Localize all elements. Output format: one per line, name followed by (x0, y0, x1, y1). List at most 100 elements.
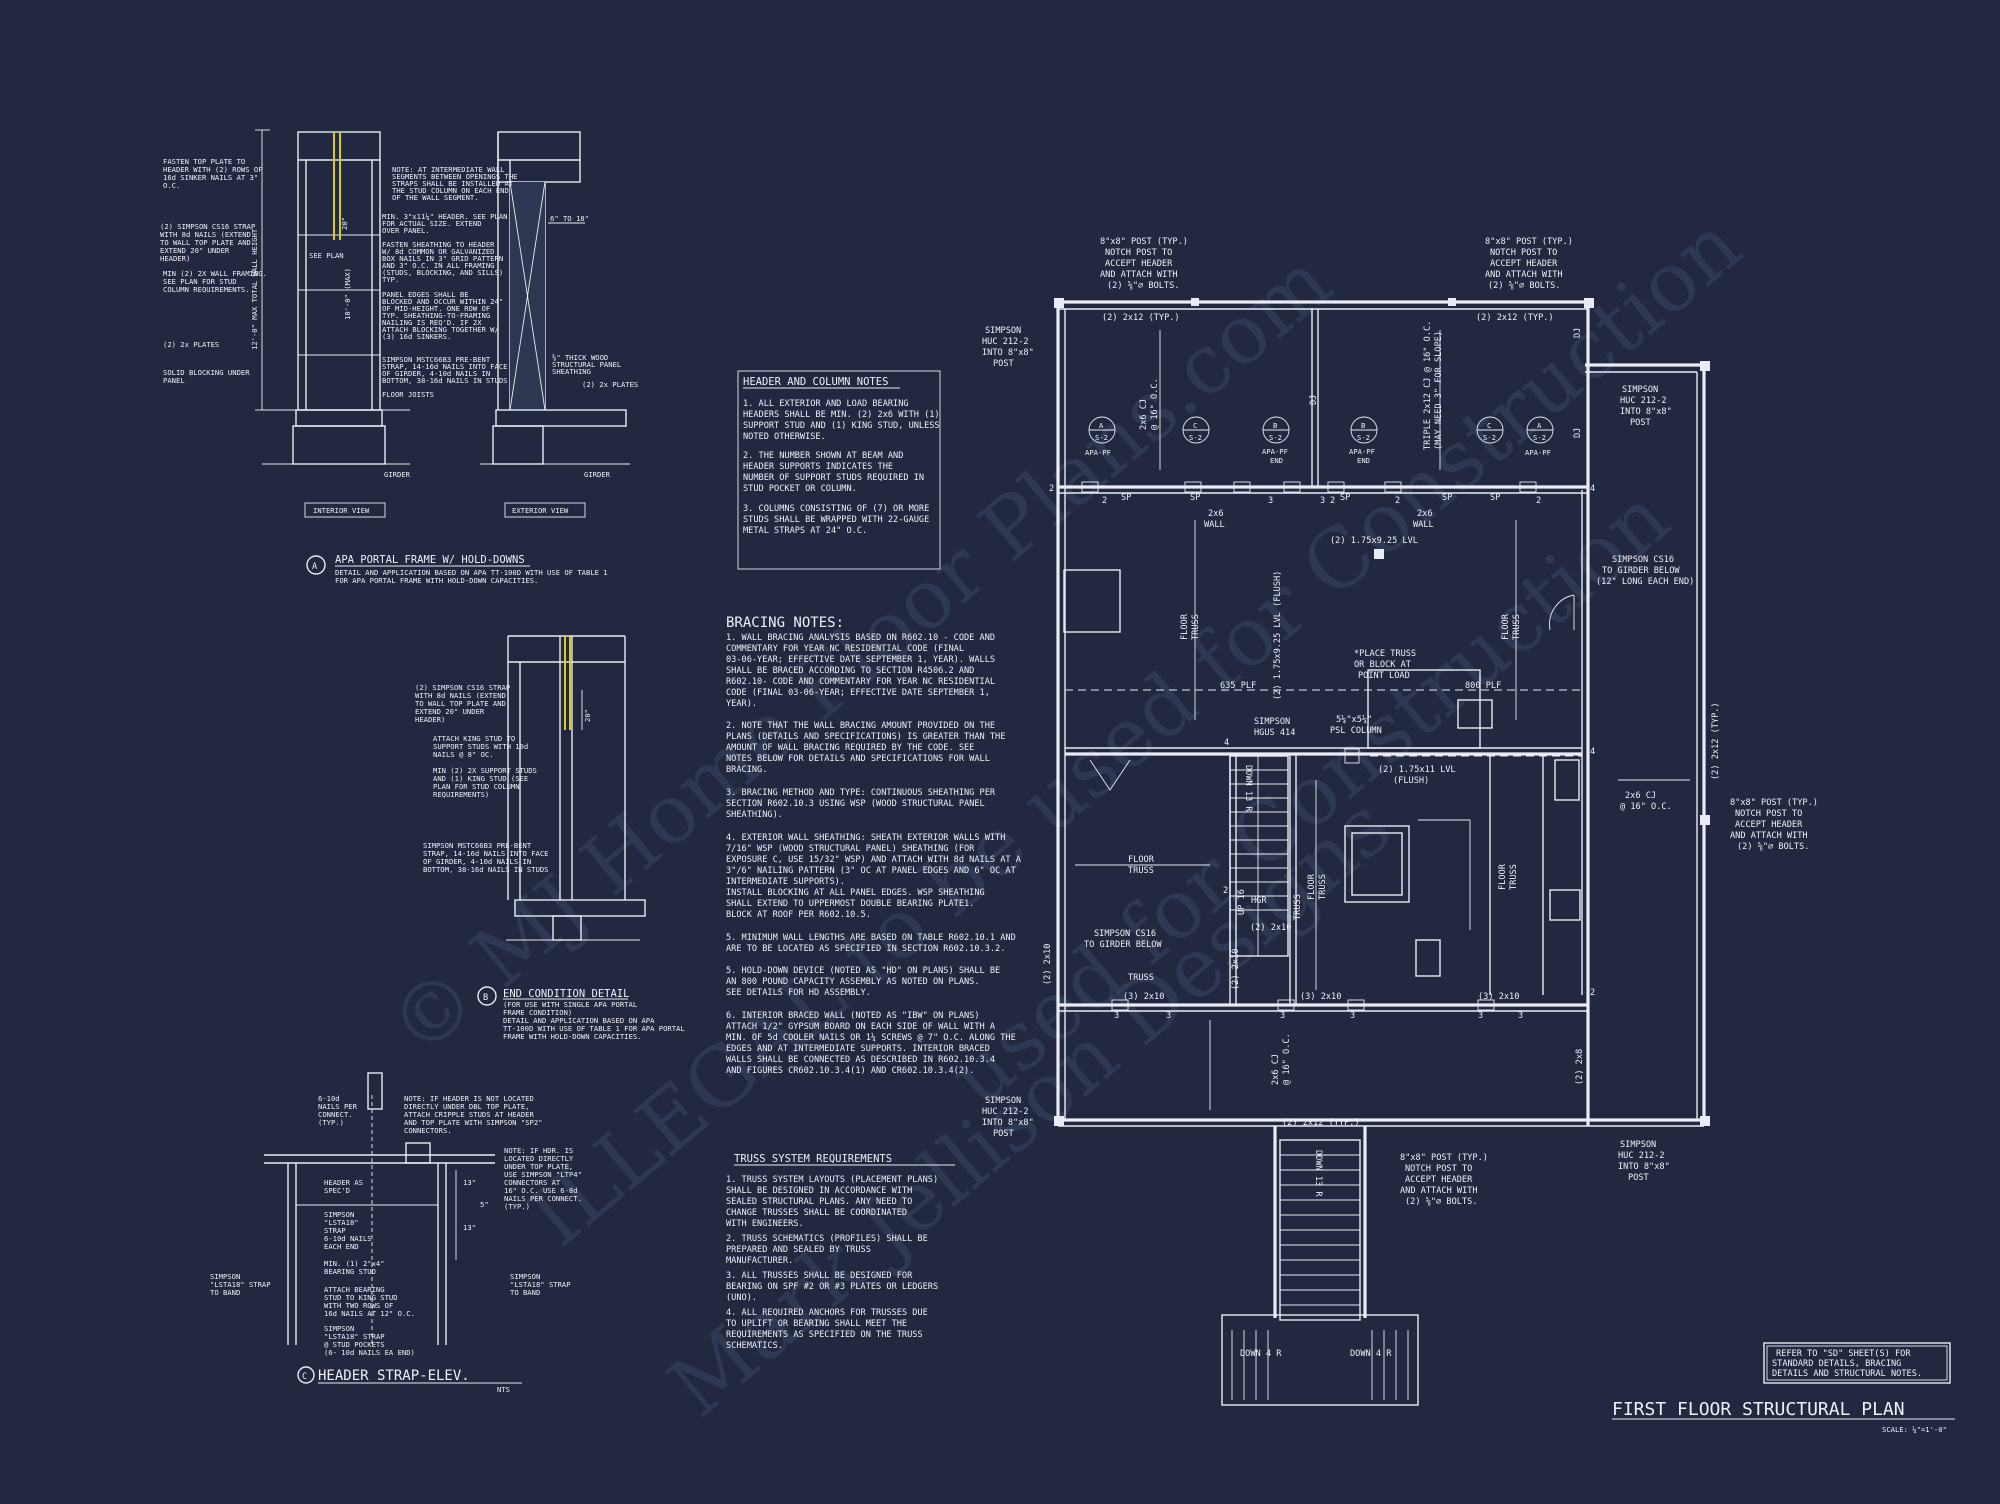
svg-text:A: A (1537, 421, 1542, 430)
svg-text:TRUSS: TRUSS (1128, 973, 1154, 983)
svg-text:DOWN 4 R: DOWN 4 R (1350, 1349, 1392, 1359)
svg-text:MIN (2) 2X SUPPORT STUDS: MIN (2) 2X SUPPORT STUDS (433, 766, 537, 775)
svg-text:SP: SP (1121, 493, 1131, 503)
detail-c-notes-left: 6-10d NAILS PER CONNECT. (TYP.) HEADER A… (318, 1094, 415, 1357)
svg-text:(12" LONG EACH END): (12" LONG EACH END) (1596, 577, 1694, 587)
svg-text:POST: POST (993, 359, 1014, 369)
svg-text:TRUSS: TRUSS (1318, 874, 1328, 900)
svg-text:2: 2 (1102, 496, 1107, 506)
svg-text:FOR ACTUAL SIZE. EXTEND: FOR ACTUAL SIZE. EXTEND (382, 219, 482, 228)
svg-text:WALLS SHALL BE CONNECTED AS DE: WALLS SHALL BE CONNECTED AS DESCRIBED IN… (726, 1055, 995, 1065)
svg-text:1. ALL EXTERIOR AND LOAD BEARI: 1. ALL EXTERIOR AND LOAD BEARING (743, 399, 909, 409)
svg-text:CHANGE TRUSSES SHALL BE COORDI: CHANGE TRUSSES SHALL BE COORDINATED (726, 1208, 907, 1218)
svg-text:BRACING.: BRACING. (726, 765, 767, 775)
svg-text:(3) 2x10: (3) 2x10 (1300, 992, 1341, 1002)
svg-text:POST: POST (1630, 418, 1651, 428)
svg-text:NOTCH POST TO: NOTCH POST TO (1105, 248, 1172, 258)
svg-text:2x6 CJ: 2x6 CJ (1625, 791, 1656, 801)
svg-text:S-2: S-2 (1357, 433, 1370, 442)
svg-text:REQUIREMENTS): REQUIREMENTS) (433, 790, 489, 799)
svg-text:4. ALL REQUIRED ANCHORS FOR TR: 4. ALL REQUIRED ANCHORS FOR TRUSSES DUE (726, 1308, 928, 1318)
svg-text:HUC 212-2: HUC 212-2 (982, 337, 1029, 347)
detail-b-end-condition: 20" (2) SIMPSON CS16 STRAP WITH 8d NAILS… (415, 635, 685, 1041)
svg-text:AND ATTACH WITH: AND ATTACH WITH (1485, 270, 1563, 280)
svg-text:FLOOR: FLOOR (1307, 873, 1317, 900)
svg-text:POINT LOAD: POINT LOAD (1358, 671, 1410, 681)
svg-text:MIN (2) 2X WALL FRAMING.: MIN (2) 2X WALL FRAMING. (163, 269, 267, 278)
svg-text:HUC 212-2: HUC 212-2 (982, 1107, 1029, 1117)
svg-text:(2) 2x PLATES: (2) 2x PLATES (582, 380, 638, 389)
svg-text:2. NOTE THAT THE WALL BRACING: 2. NOTE THAT THE WALL BRACING AMOUNT PRO… (726, 721, 995, 731)
svg-text:OF THE WALL SEGMENT.: OF THE WALL SEGMENT. (392, 193, 479, 202)
svg-text:ATTACH BEARING: ATTACH BEARING (324, 1285, 385, 1294)
detail-b-notes: (2) SIMPSON CS16 STRAP WITH 8d NAILS (EX… (415, 683, 549, 874)
refer-note-line: STANDARD DETAILS, BRACING (1772, 1359, 1901, 1369)
svg-text:PANEL EDGES SHALL BE: PANEL EDGES SHALL BE (382, 290, 469, 299)
svg-text:2: 2 (1395, 496, 1400, 506)
svg-text:2x6 CJ: 2x6 CJ (1271, 1054, 1281, 1085)
svg-text:FRAME WITH HOLD-DOWN CAPACITIE: FRAME WITH HOLD-DOWN CAPACITIES. (503, 1032, 641, 1041)
svg-text:(2) ⅝"⌀ BOLTS.: (2) ⅝"⌀ BOLTS. (1488, 281, 1560, 291)
svg-text:FLOOR: FLOOR (1498, 863, 1508, 890)
svg-text:@ 16" O.C.: @ 16" O.C. (1150, 378, 1160, 430)
sheet-title: FIRST FLOOR STRUCTURAL PLAN (1612, 1399, 1905, 1420)
svg-text:SPEC'D: SPEC'D (324, 1186, 350, 1195)
svg-text:TO BAND: TO BAND (510, 1288, 540, 1297)
svg-text:TRUSS: TRUSS (1509, 864, 1519, 890)
svg-text:C: C (1193, 421, 1197, 430)
svg-text:7/16" WSP (WOOD STRUCTURAL PAN: 7/16" WSP (WOOD STRUCTURAL PANEL) SHEATH… (726, 844, 975, 854)
svg-text:BOTTOM, 38-16d NAILS IN STUDS: BOTTOM, 38-16d NAILS IN STUDS (423, 865, 549, 874)
detail-a-tag: A (312, 562, 318, 572)
svg-text:S-2: S-2 (1269, 433, 1282, 442)
svg-text:UP 16: UP 16 (1237, 889, 1247, 915)
svg-text:6. INTERIOR BRACED WALL (NOTED: 6. INTERIOR BRACED WALL (NOTED AS "IBW" … (726, 1011, 980, 1021)
svg-text:8"x8" POST (TYP.): 8"x8" POST (TYP.) (1485, 237, 1573, 247)
svg-text:NOTCH POST TO: NOTCH POST TO (1735, 809, 1802, 819)
svg-text:LOCATED DIRECTLY: LOCATED DIRECTLY (504, 1154, 574, 1163)
svg-text:NOTED OTHERWISE.: NOTED OTHERWISE. (743, 432, 826, 442)
svg-text:MANUFACTURER.: MANUFACTURER. (726, 1256, 793, 1266)
svg-text:DJ: DJ (1309, 395, 1319, 405)
svg-text:CODE (FINAL 03-06-YEAR; EFFECT: CODE (FINAL 03-06-YEAR; EFFECTIVE DATE S… (726, 688, 990, 698)
svg-text:SIMPSON: SIMPSON (985, 326, 1021, 336)
svg-text:ARE TO BE LOCATED AS SPECIFIED: ARE TO BE LOCATED AS SPECIFIED IN SECTIO… (726, 944, 1005, 954)
svg-text:SOLID BLOCKING UNDER: SOLID BLOCKING UNDER (163, 368, 250, 377)
svg-text:NOTE: AT INTERMEDIATE WALL: NOTE: AT INTERMEDIATE WALL (392, 165, 505, 174)
svg-text:PLAN FOR STUD COLUMN: PLAN FOR STUD COLUMN (433, 782, 520, 791)
svg-text:R602.10- CODE AND COMMENTARY F: R602.10- CODE AND COMMENTARY FOR YEAR NC… (726, 677, 995, 687)
svg-text:(UNO).: (UNO). (726, 1293, 757, 1303)
svg-text:AMOUNT OF WALL BRACING REQUIRE: AMOUNT OF WALL BRACING REQUIRED BY THE C… (726, 743, 974, 753)
svg-text:2x6: 2x6 (1208, 509, 1224, 519)
svg-text:INTO 8"x8": INTO 8"x8" (982, 1118, 1034, 1128)
svg-text:(3) 2x10: (3) 2x10 (1478, 992, 1519, 1002)
svg-text:OF MID-HEIGHT. ONE ROW OF: OF MID-HEIGHT. ONE ROW OF (382, 304, 490, 313)
detail-a-interior-view-label: INTERIOR VIEW (313, 506, 370, 515)
svg-text:6-10d NAILS: 6-10d NAILS (324, 1234, 372, 1243)
svg-text:5¼"x5¼": 5¼"x5¼" (1336, 715, 1372, 725)
refer-note-line: DETAILS AND STRUCTURAL NOTES. (1772, 1369, 1922, 1379)
svg-text:(2) 2x10: (2) 2x10 (1231, 949, 1241, 990)
plan-labels: 8"x8" POST (TYP.) NOTCH POST TO ACCEPT H… (982, 237, 1818, 1359)
svg-text:13": 13" (463, 1223, 476, 1232)
svg-text:C: C (1487, 421, 1491, 430)
svg-text:4. EXTERIOR WALL SHEATHING: SH: 4. EXTERIOR WALL SHEATHING: SHEATH EXTER… (726, 833, 1005, 843)
svg-text:AND ATTACH WITH: AND ATTACH WITH (1730, 831, 1808, 841)
svg-text:SECTION R602.10.3 USING WSP (W: SECTION R602.10.3 USING WSP (WOOD STRUCT… (726, 799, 985, 809)
svg-text:WITH TWO ROWS OF: WITH TWO ROWS OF (324, 1301, 393, 1310)
svg-text:DOWN 13 R: DOWN 13 R (1313, 1150, 1323, 1197)
svg-text:SEALED STRUCTURAL PLANS. ANY N: SEALED STRUCTURAL PLANS. ANY NEED TO (726, 1197, 912, 1207)
svg-text:TYP. SHEATHING-TO-FRAMING: TYP. SHEATHING-TO-FRAMING (382, 311, 490, 320)
svg-text:(2) ⅝"⌀ BOLTS.: (2) ⅝"⌀ BOLTS. (1405, 1197, 1477, 1207)
svg-text:NAILS @ 8" OC.: NAILS @ 8" OC. (433, 750, 494, 759)
svg-text:(2) SIMPSON CS16 STRAP: (2) SIMPSON CS16 STRAP (415, 683, 510, 692)
svg-text:STRAP, 14-16d NAILS INTO FACE: STRAP, 14-16d NAILS INTO FACE (382, 362, 508, 371)
svg-text:SP: SP (1490, 493, 1500, 503)
svg-text:FASTEN TOP PLATE TO: FASTEN TOP PLATE TO (163, 157, 245, 166)
svg-text:SIMPSON: SIMPSON (985, 1096, 1021, 1106)
svg-text:4: 4 (1224, 738, 1229, 748)
svg-text:OVER PANEL.: OVER PANEL. (382, 226, 430, 235)
refer-note-line: REFER TO "SD" SHEET(S) FOR (1776, 1349, 1911, 1359)
svg-text:WALL: WALL (1204, 520, 1225, 530)
svg-text:13": 13" (463, 1178, 476, 1187)
svg-text:DETAIL AND APPLICATION BASED O: DETAIL AND APPLICATION BASED ON APA TT-1… (335, 568, 608, 577)
